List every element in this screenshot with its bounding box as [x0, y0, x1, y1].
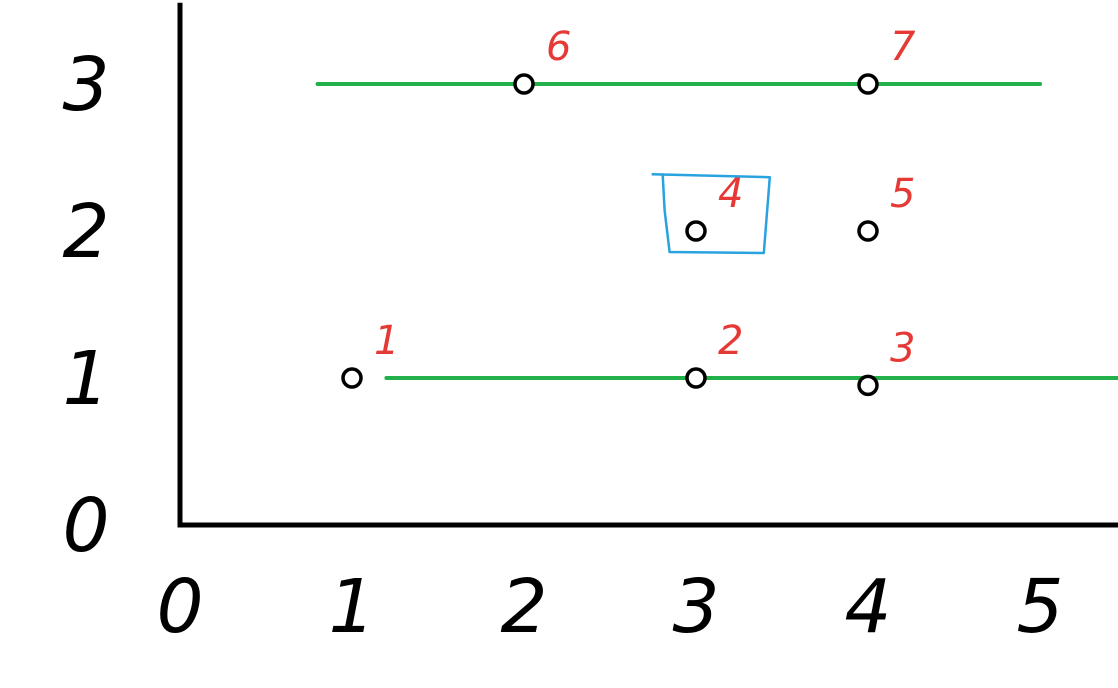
tick-labels: 0 1 2 3 4 5 0 1 2 3 [62, 42, 1063, 650]
x-tick-label-1: 1 [328, 564, 375, 650]
green-lines [315, 82, 1118, 380]
point-label-4: 4 [718, 171, 743, 217]
x-tick-label-0: 0 [156, 564, 203, 650]
point-7 [857, 73, 879, 95]
point-3 [857, 374, 879, 397]
y-tick-label-2: 2 [62, 189, 109, 275]
x-tick-label-3: 3 [672, 564, 719, 650]
point-6 [513, 73, 535, 95]
point-4 [685, 220, 707, 242]
highlight-box-group [651, 172, 772, 255]
point-label-6: 6 [546, 24, 571, 70]
y-tick-label-0: 0 [62, 483, 109, 569]
point-label-7: 7 [890, 24, 916, 70]
point-label-5: 5 [890, 171, 915, 217]
x-tick-label-5: 5 [1016, 564, 1063, 650]
axes [177, 2, 1118, 528]
point-label-1: 1 [374, 318, 399, 364]
highlight-box [651, 172, 772, 255]
points: 1 2 3 4 5 6 7 [341, 24, 916, 397]
x-tick-label-4: 4 [844, 564, 891, 650]
point-2 [685, 367, 707, 389]
x-tick-label-2: 2 [500, 564, 547, 650]
point-5 [857, 220, 879, 242]
y-tick-label-1: 1 [62, 336, 109, 422]
point-label-2: 2 [718, 318, 743, 364]
point-1 [341, 367, 363, 389]
y-tick-label-3: 3 [62, 42, 109, 128]
point-label-3: 3 [890, 325, 915, 371]
